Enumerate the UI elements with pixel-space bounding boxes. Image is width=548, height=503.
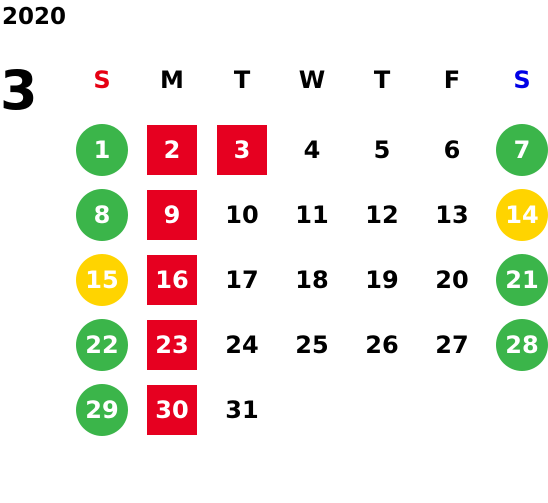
day-cell: 5	[373, 136, 391, 164]
day-cell-red-square: 2	[147, 125, 197, 175]
day-cell: 27	[435, 331, 469, 359]
weekday-label: S	[93, 66, 111, 94]
day-cell: 19	[365, 266, 399, 294]
day-cell-yellow-circle: 14	[496, 189, 548, 241]
day-cell: 10	[225, 201, 259, 229]
day-cell: 18	[295, 266, 329, 294]
weekday-label: M	[160, 66, 184, 94]
day-cell-green-circle: 1	[76, 124, 128, 176]
day-cell-red-square: 3	[217, 125, 267, 175]
weekday-label: W	[298, 66, 326, 94]
day-cell-yellow-circle: 15	[76, 254, 128, 306]
day-cell: 31	[225, 396, 259, 424]
day-cell: 25	[295, 331, 329, 359]
year-label: 2020	[2, 4, 67, 30]
day-cell: 17	[225, 266, 259, 294]
day-cell: 20	[435, 266, 469, 294]
day-cell: 24	[225, 331, 259, 359]
day-cell-green-circle: 8	[76, 189, 128, 241]
day-cell-red-square: 30	[147, 385, 197, 435]
day-cell-green-circle: 7	[496, 124, 548, 176]
day-cell: 12	[365, 201, 399, 229]
day-cell-green-circle: 22	[76, 319, 128, 371]
day-cell-red-square: 23	[147, 320, 197, 370]
day-cell: 4	[303, 136, 321, 164]
day-cell: 26	[365, 331, 399, 359]
day-cell: 13	[435, 201, 469, 229]
weekday-label: T	[373, 66, 391, 94]
day-cell-green-circle: 28	[496, 319, 548, 371]
day-cell: 11	[295, 201, 329, 229]
weekday-label: T	[233, 66, 251, 94]
weekday-label: S	[513, 66, 531, 94]
day-cell: 6	[443, 136, 461, 164]
month-number: 3	[0, 59, 38, 122]
day-cell-green-circle: 29	[76, 384, 128, 436]
day-cell-red-square: 9	[147, 190, 197, 240]
day-cell-red-square: 16	[147, 255, 197, 305]
day-cell-green-circle: 21	[496, 254, 548, 306]
weekday-label: F	[443, 66, 461, 94]
